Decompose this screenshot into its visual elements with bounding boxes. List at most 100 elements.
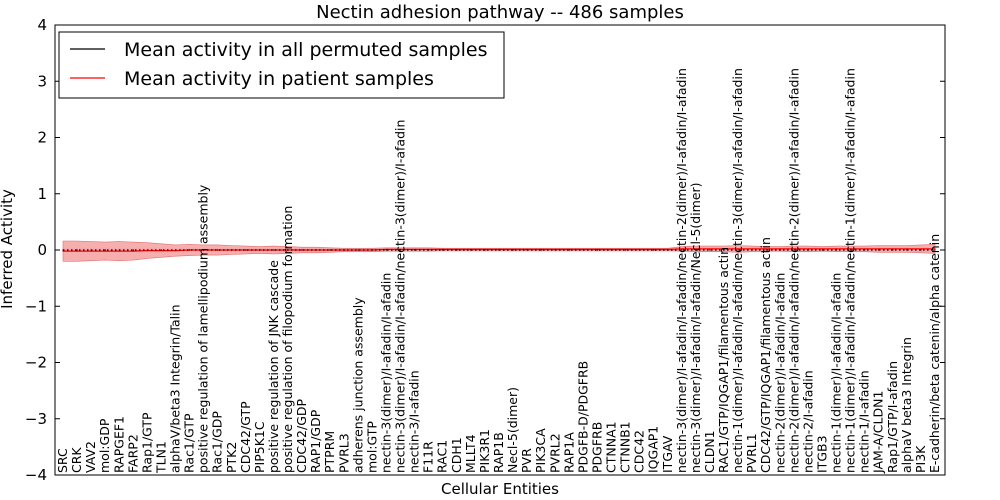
- category-label: nectin-3(dimer)/I-afadin/I-afadin: [379, 273, 394, 473]
- category-label: PVRL3: [336, 433, 351, 473]
- category-label: PTK2: [224, 442, 239, 473]
- series-point-1: [132, 250, 134, 252]
- legend-label-patient: Mean activity in patient samples: [124, 68, 434, 90]
- series-point-0: [835, 249, 838, 251]
- series-point-0: [357, 249, 359, 251]
- series-point-0: [329, 249, 331, 251]
- series-point-1: [737, 248, 739, 250]
- series-point-0: [76, 249, 78, 251]
- category-label: Rac1/GDP: [210, 411, 225, 473]
- series-point-0: [399, 249, 402, 251]
- y-axis-label: Inferred Activity: [0, 189, 16, 309]
- category-label: MLLT4: [463, 434, 478, 473]
- series-point-0: [540, 249, 542, 251]
- category-label: nectin-3(dimer)/I-afadin/I-afadin/nectin…: [674, 68, 689, 473]
- category-label: E-cadherin/beta catenin/alpha catenin: [927, 234, 942, 473]
- y-tick-label: −3: [25, 410, 47, 428]
- series-point-0: [639, 249, 641, 251]
- lines-group: [62, 248, 936, 252]
- bands-group: [62, 240, 936, 262]
- series-point-0: [174, 249, 177, 251]
- series-point-0: [231, 249, 233, 251]
- category-label: positive regulation of filopodium format…: [280, 206, 295, 473]
- category-label: CRK: [69, 447, 84, 473]
- category-label: nectin-1(dimer)/I-afadin/I-afadin: [829, 273, 844, 473]
- series-point-0: [723, 249, 725, 251]
- series-point-0: [456, 249, 458, 251]
- series-point-1: [906, 248, 908, 250]
- series-point-0: [203, 249, 205, 251]
- category-label: nectin-1/I-afadin: [857, 370, 872, 473]
- series-point-0: [188, 249, 191, 251]
- series-point-0: [695, 249, 697, 251]
- y-tick-label: −4: [25, 466, 47, 484]
- series-point-1: [779, 248, 781, 250]
- series-point-1: [892, 248, 894, 250]
- series-point-0: [259, 249, 261, 251]
- series-point-0: [118, 249, 120, 251]
- series-point-1: [751, 248, 753, 250]
- y-tick-label: 0: [37, 241, 47, 259]
- series-point-0: [132, 249, 134, 251]
- category-label: FARP2: [125, 434, 140, 473]
- series-point-0: [104, 249, 106, 251]
- category-label: nectin-2(dimer)/I-afadin/I-afadin: [772, 273, 787, 473]
- series-point-0: [596, 249, 599, 251]
- series-point-0: [751, 249, 753, 251]
- category-label: Rap1/GTP: [139, 412, 154, 473]
- series-point-0: [864, 249, 866, 251]
- series-point-0: [906, 249, 908, 251]
- category-label: RAP1A: [561, 432, 576, 473]
- category-label: nectin-3(dimer)/I-afadin/I-afadin/Necl-5…: [688, 182, 703, 473]
- series-point-0: [709, 249, 711, 251]
- series-point-0: [681, 249, 683, 251]
- category-label: Rap1/GTP/I-afadin: [885, 361, 900, 473]
- category-label: PI3K: [913, 445, 928, 473]
- series-point-1: [62, 250, 64, 252]
- series-point-1: [723, 248, 725, 250]
- category-label: nectin-2(dimer)/I-afadin/I-afadin/nectin…: [786, 68, 801, 473]
- category-label: PDGFB-D/PDGFRB: [575, 361, 590, 473]
- category-label: ITGAV: [660, 435, 675, 473]
- category-label: ITGB3: [815, 435, 830, 473]
- series-point-1: [850, 248, 852, 250]
- series-point-0: [624, 249, 627, 251]
- category-label: positive regulation of lamellipodium ass…: [196, 184, 211, 473]
- series-point-0: [765, 249, 767, 251]
- series-point-1: [709, 248, 711, 250]
- series-point-0: [737, 249, 739, 251]
- category-label: RAP1B: [491, 432, 506, 473]
- series-point-0: [878, 249, 880, 251]
- series-point-0: [807, 249, 810, 251]
- category-label: RAPGEF1: [111, 416, 126, 473]
- series-point-0: [245, 249, 247, 251]
- series-point-0: [568, 249, 570, 251]
- series-point-0: [582, 249, 584, 251]
- series-point-0: [371, 249, 374, 251]
- series-point-0: [146, 249, 148, 251]
- category-label: mol:GDP: [97, 418, 112, 473]
- series-band-1: [62, 240, 936, 262]
- category-label: CLDN1: [702, 430, 717, 473]
- y-tick-label: 1: [37, 185, 47, 203]
- series-point-0: [779, 249, 781, 251]
- series-point-0: [667, 249, 669, 251]
- chart-title: Nectin adhesion pathway -- 486 samples: [316, 2, 684, 23]
- category-label: PIK3CA: [533, 428, 548, 473]
- series-point-0: [442, 249, 444, 251]
- category-label: PIK3R1: [477, 429, 492, 473]
- category-label: positive regulation of JNK cascade: [266, 260, 281, 473]
- series-point-0: [217, 249, 219, 251]
- series-point-0: [498, 249, 500, 251]
- category-label: VAV2: [83, 441, 98, 473]
- series-point-1: [76, 250, 78, 252]
- series-point-1: [835, 248, 838, 250]
- series-point-0: [821, 249, 824, 251]
- y-tick-label: −1: [25, 297, 47, 315]
- category-label: JAM-A/CLDN1: [871, 391, 886, 474]
- category-label: nectin-3/I-afadin: [407, 370, 422, 473]
- series-point-1: [920, 248, 922, 250]
- category-label: CDH1: [449, 437, 464, 473]
- category-label: CDC42/GTP/IQGAP1/filamentous actin: [758, 237, 773, 473]
